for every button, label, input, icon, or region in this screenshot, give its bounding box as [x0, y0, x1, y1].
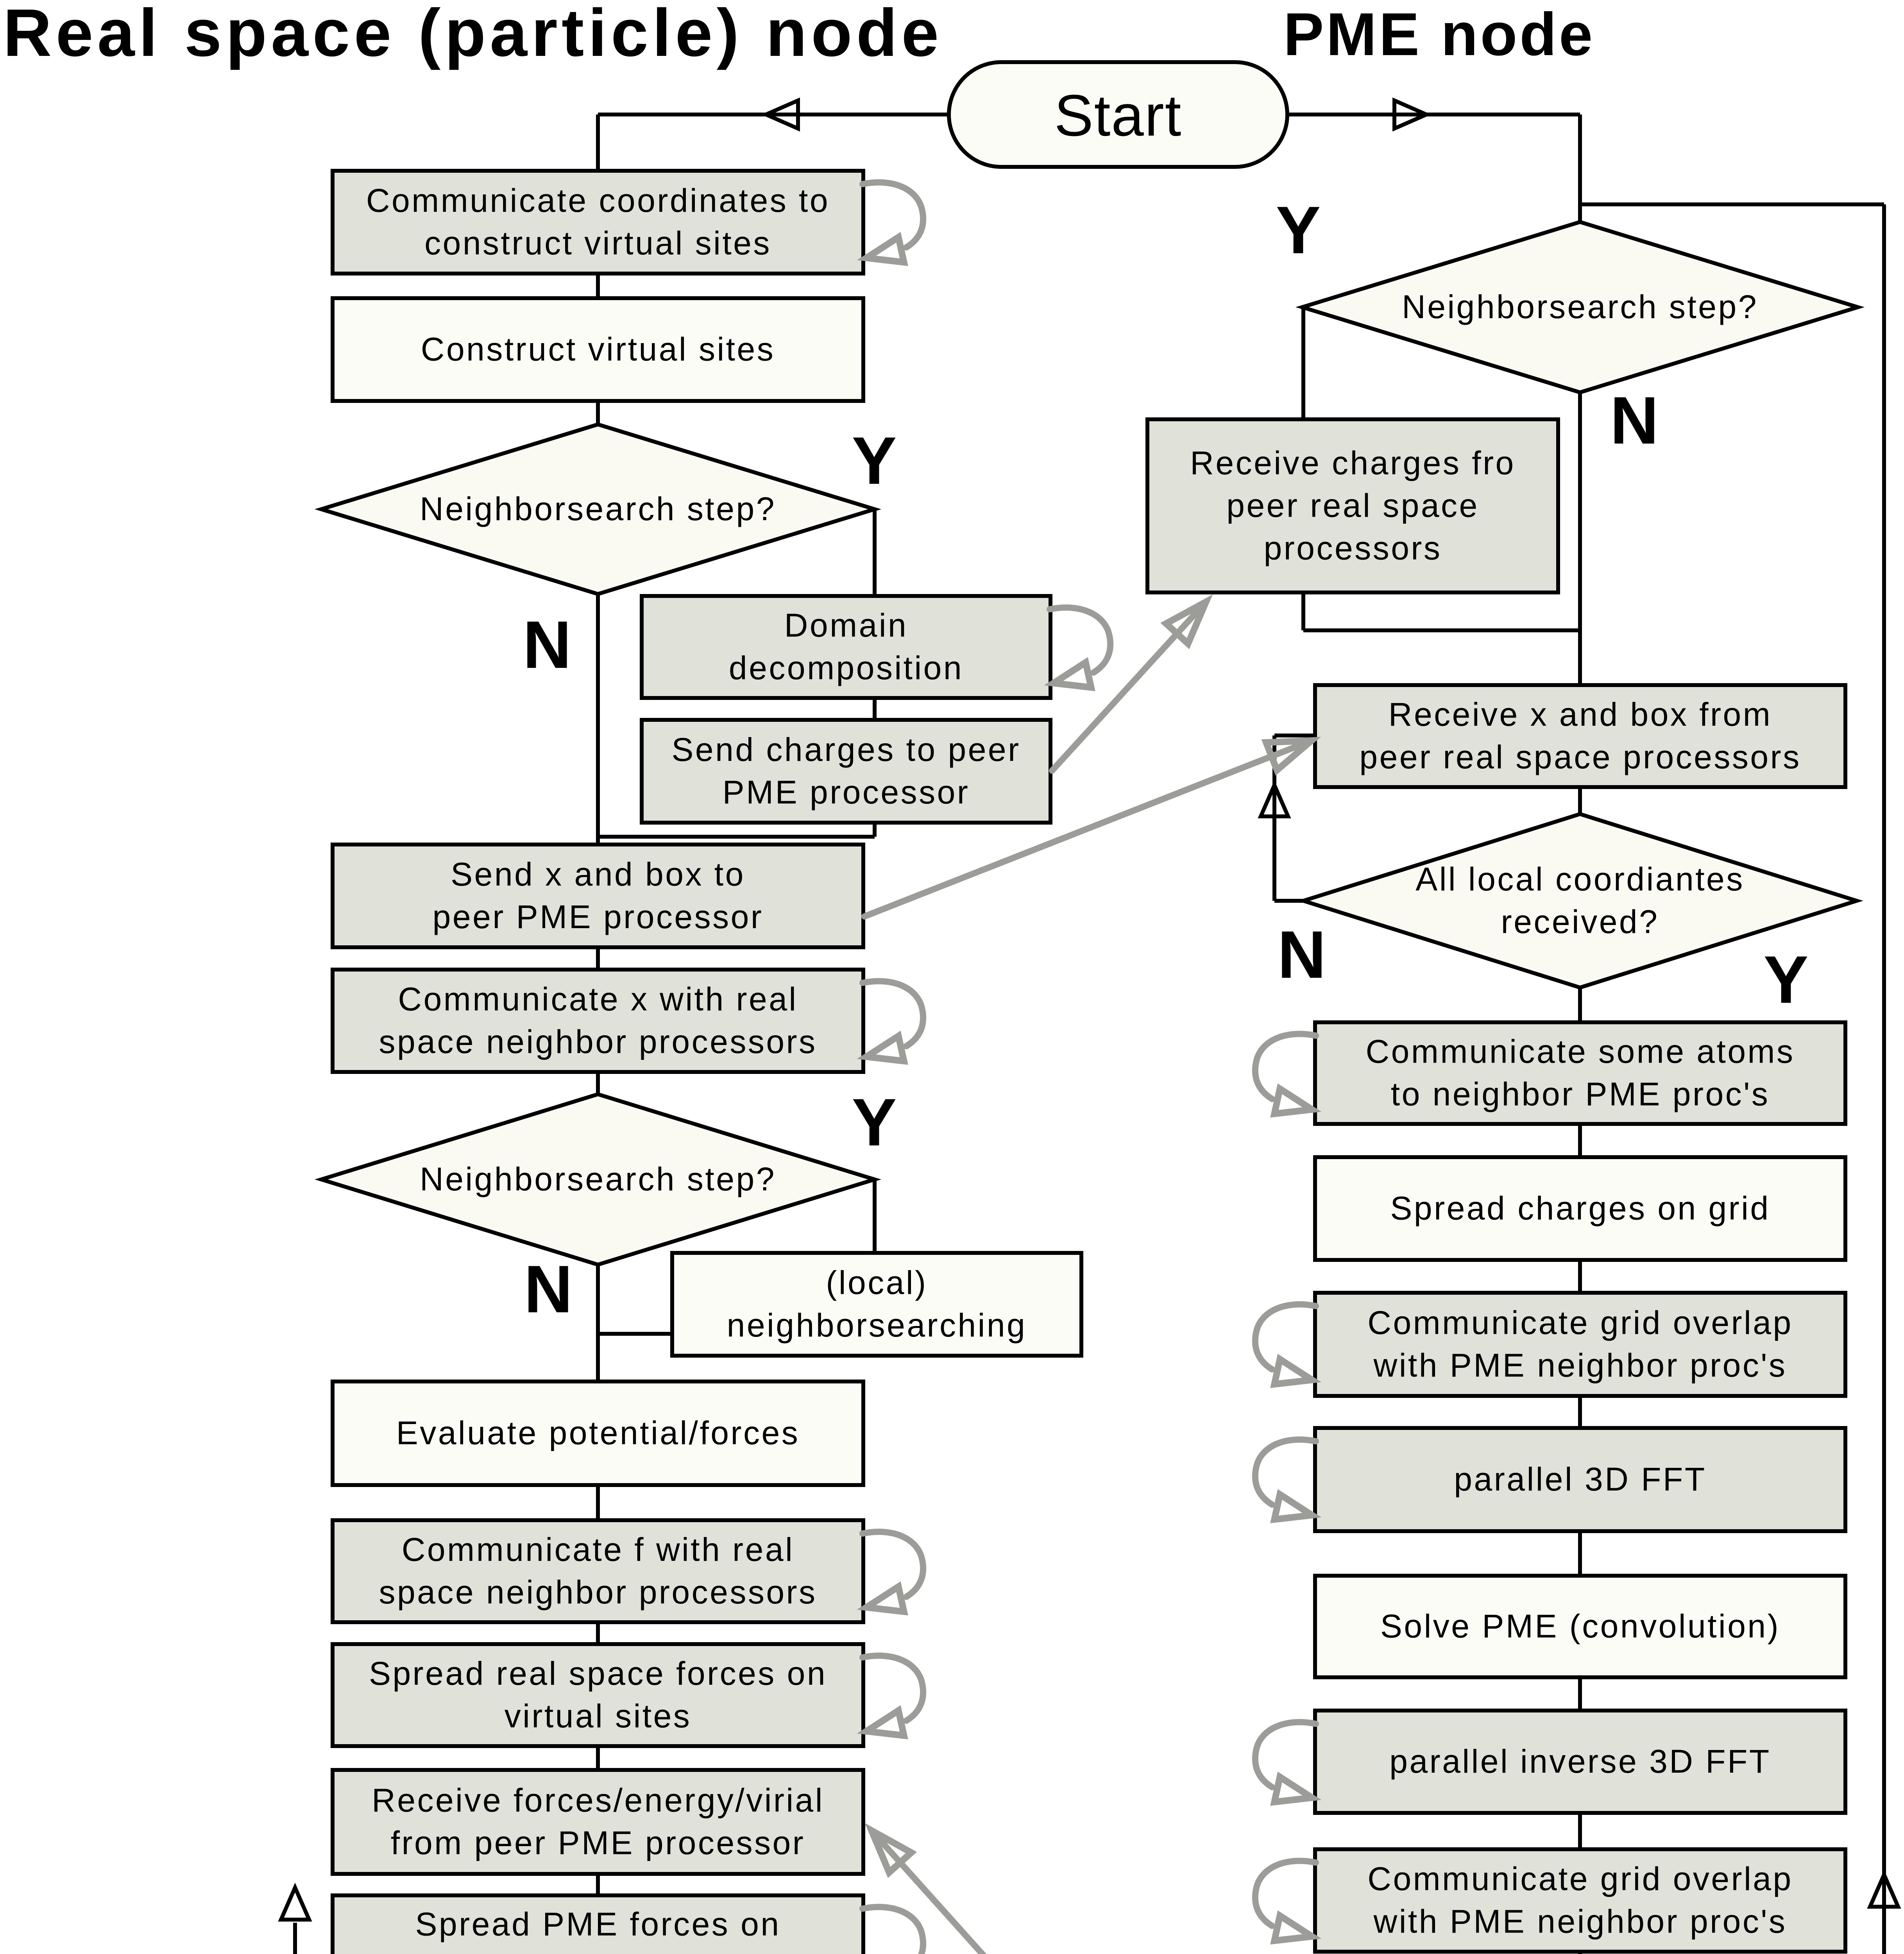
svg-text:Receive x and box from: Receive x and box from	[1389, 696, 1772, 733]
svg-text:Evaluate potential/forces: Evaluate potential/forces	[396, 1415, 800, 1451]
svg-text:Neighborsearch step?: Neighborsearch step?	[1402, 288, 1758, 325]
svg-text:Communicate some atoms: Communicate some atoms	[1365, 1033, 1795, 1070]
svg-text:PME node: PME node	[1283, 0, 1595, 68]
svg-text:from peer PME processor: from peer PME processor	[391, 1825, 805, 1861]
svg-text:Spread charges on grid: Spread charges on grid	[1390, 1190, 1770, 1227]
svg-text:Solve PME (convolution): Solve PME (convolution)	[1380, 1608, 1780, 1644]
svg-text:Y: Y	[852, 423, 897, 498]
svg-text:construct virtual sites: construct virtual sites	[424, 225, 771, 261]
svg-text:parallel inverse 3D FFT: parallel inverse 3D FFT	[1389, 1743, 1771, 1780]
svg-text:virtual sites: virtual sites	[505, 1949, 692, 1954]
svg-text:N: N	[524, 1252, 573, 1327]
svg-text:Y: Y	[852, 1085, 897, 1160]
svg-text:Receive charges fro: Receive charges fro	[1190, 445, 1516, 481]
svg-text:parallel 3D FFT: parallel 3D FFT	[1454, 1461, 1706, 1498]
svg-text:Domain: Domain	[784, 607, 908, 644]
svg-text:space neighbor processors: space neighbor processors	[379, 1574, 817, 1610]
svg-text:N: N	[1610, 383, 1659, 458]
svg-text:Send x and box to: Send x and box to	[451, 856, 745, 893]
svg-text:neighborsearching: neighborsearching	[727, 1307, 1027, 1344]
svg-text:Construct virtual sites: Construct virtual sites	[421, 331, 775, 368]
svg-text:decomposition: decomposition	[729, 650, 963, 686]
svg-text:Y: Y	[1276, 193, 1321, 268]
svg-text:with PME neighbor proc's: with PME neighbor proc's	[1373, 1903, 1787, 1940]
svg-text:Neighborsearch step?: Neighborsearch step?	[420, 1161, 776, 1197]
svg-text:Communicate coordinates to: Communicate coordinates to	[366, 182, 830, 219]
svg-text:virtual sites: virtual sites	[505, 1698, 692, 1734]
svg-text:Communicate grid overlap: Communicate grid overlap	[1367, 1861, 1793, 1897]
svg-text:space neighbor processors: space neighbor processors	[379, 1024, 817, 1060]
svg-text:All local coordiantes: All local coordiantes	[1415, 861, 1745, 898]
svg-text:peer real space: peer real space	[1226, 487, 1479, 524]
svg-text:with PME neighbor proc's: with PME neighbor proc's	[1373, 1347, 1787, 1384]
svg-text:Start: Start	[1054, 82, 1182, 148]
svg-text:Neighborsearch step?: Neighborsearch step?	[420, 490, 776, 527]
svg-text:N: N	[1278, 917, 1326, 992]
svg-text:processors: processors	[1264, 530, 1442, 567]
svg-text:Communicate grid overlap: Communicate grid overlap	[1367, 1304, 1793, 1341]
svg-text:Spread PME forces on: Spread PME forces on	[415, 1906, 780, 1943]
svg-text:Receive forces/energy/virial: Receive forces/energy/virial	[372, 1782, 824, 1819]
svg-text:Spread real space forces on: Spread real space forces on	[369, 1655, 827, 1692]
svg-text:Send charges to peer: Send charges to peer	[671, 731, 1020, 768]
svg-text:PME processor: PME processor	[723, 774, 970, 811]
svg-text:peer PME processor: peer PME processor	[433, 898, 764, 935]
svg-text:(local): (local)	[826, 1264, 927, 1301]
svg-text:Y: Y	[1764, 942, 1809, 1017]
svg-text:Communicate f with real: Communicate f with real	[402, 1531, 795, 1568]
svg-text:received?: received?	[1501, 904, 1659, 940]
svg-text:Communicate x with real: Communicate x with real	[398, 981, 798, 1018]
svg-text:N: N	[523, 607, 571, 682]
svg-text:peer real space processors: peer real space processors	[1359, 739, 1801, 775]
svg-text:Real space (particle) node: Real space (particle) node	[3, 0, 943, 70]
svg-text:to neighbor PME proc's: to neighbor PME proc's	[1391, 1076, 1770, 1113]
